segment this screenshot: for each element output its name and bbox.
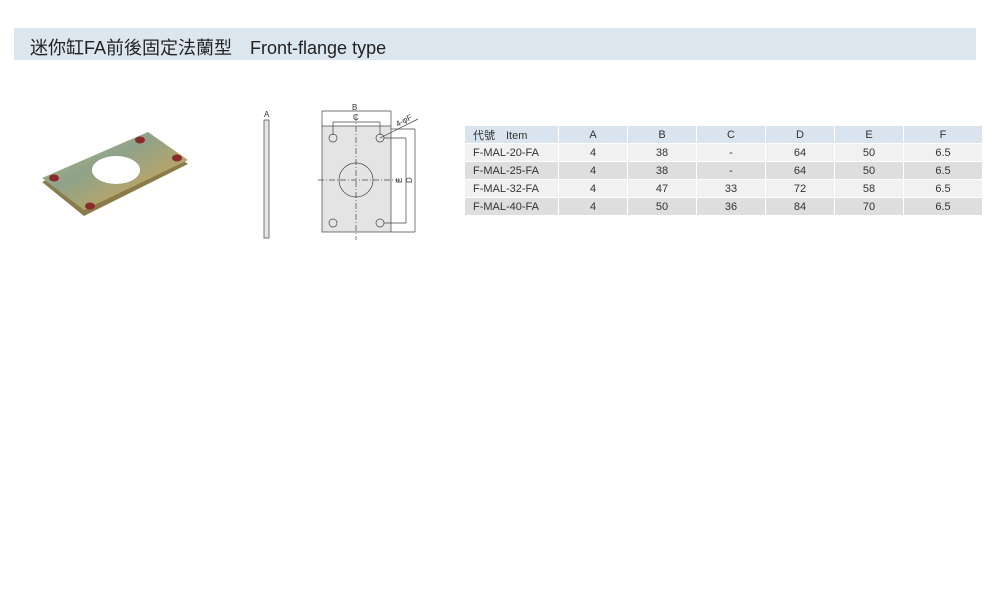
cell: 72 <box>765 179 835 198</box>
cell: 4 <box>558 179 628 198</box>
cell: 6.5 <box>903 197 983 216</box>
header-b: B <box>627 125 697 144</box>
cell: 50 <box>834 161 904 180</box>
cell: 4 <box>558 161 628 180</box>
cell: 4 <box>558 143 628 162</box>
cell: 38 <box>627 143 697 162</box>
cell: - <box>696 161 766 180</box>
cell: - <box>696 143 766 162</box>
table-header-row: 代號 Item A B C D E F <box>464 125 983 144</box>
header-f: F <box>903 125 983 144</box>
flange-photo <box>42 132 188 216</box>
title-bar: 迷你缸FA前後固定法蘭型 Front-flange type <box>14 28 976 60</box>
dimension-drawing: A B C 4-φF E D <box>263 103 419 240</box>
cell-item: F-MAL-20-FA <box>464 143 559 162</box>
cell: 33 <box>696 179 766 198</box>
cell: 4 <box>558 197 628 216</box>
title-chinese: 迷你缸FA前後固定法蘭型 <box>30 38 233 58</box>
cell-item: F-MAL-32-FA <box>464 179 559 198</box>
cell: 64 <box>765 143 835 162</box>
cell: 84 <box>765 197 835 216</box>
cell-item: F-MAL-25-FA <box>464 161 559 180</box>
label-a: A <box>264 110 270 119</box>
header-c: C <box>696 125 766 144</box>
label-d: D <box>405 177 414 183</box>
cell: 64 <box>765 161 835 180</box>
header-a: A <box>558 125 628 144</box>
label-b: B <box>352 103 357 112</box>
page-title: 迷你缸FA前後固定法蘭型 Front-flange type <box>30 34 404 60</box>
cell: 6.5 <box>903 161 983 180</box>
cell: 6.5 <box>903 179 983 198</box>
cell: 50 <box>627 197 697 216</box>
cell: 6.5 <box>903 143 983 162</box>
header-e: E <box>834 125 904 144</box>
cell: 36 <box>696 197 766 216</box>
title-english: Front-flange type <box>250 38 387 58</box>
label-e: E <box>395 178 404 183</box>
cell: 58 <box>834 179 904 198</box>
cell: 50 <box>834 143 904 162</box>
cell-item: F-MAL-40-FA <box>464 197 559 216</box>
header-d: D <box>765 125 835 144</box>
cell: 38 <box>627 161 697 180</box>
cell: 70 <box>834 197 904 216</box>
header-item: 代號 Item <box>464 125 559 144</box>
cell: 47 <box>627 179 697 198</box>
